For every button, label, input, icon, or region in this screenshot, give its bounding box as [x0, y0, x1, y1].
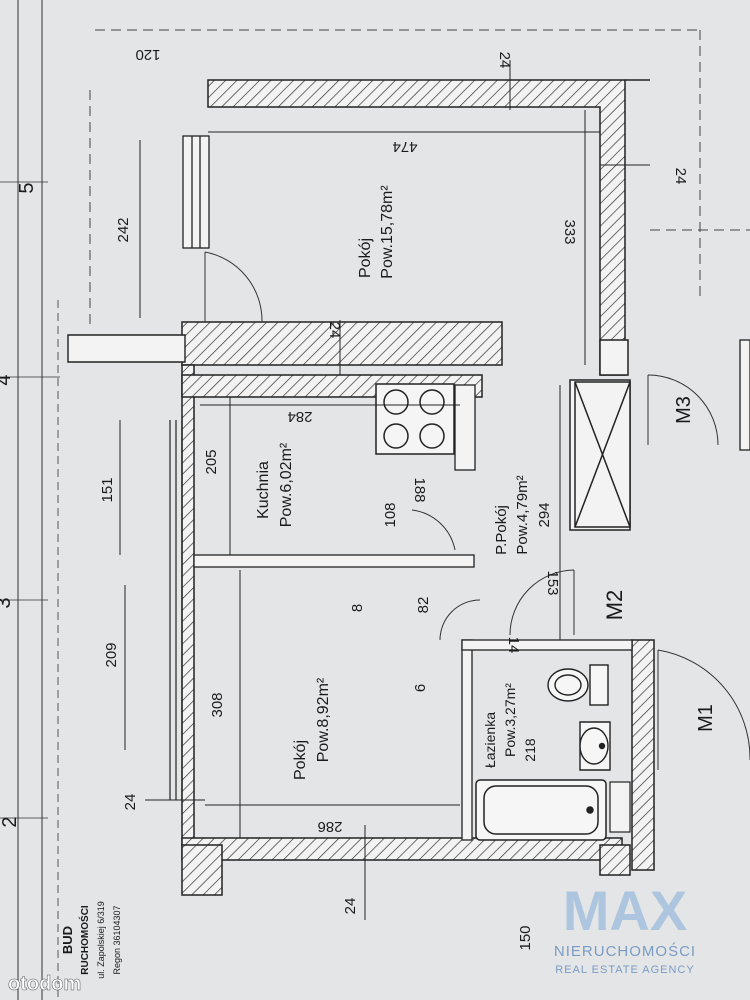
door-label-m3: M3 [673, 396, 695, 424]
dim-24-mid: 24 [326, 322, 343, 339]
room-name: Pokój [292, 740, 309, 780]
dim-82: 82 [415, 597, 432, 614]
stamp-line-2: RUCHOMOŚCI [78, 905, 91, 975]
dim-24-left: 24 [122, 794, 139, 811]
room-area: Pow.15,78m² [379, 185, 396, 279]
neighbour-outline [89, 29, 750, 330]
dim-333: 333 [561, 219, 578, 244]
dim-6: 6 [412, 684, 429, 692]
left-ledge [67, 334, 186, 363]
room-name: Kuchnia [255, 461, 272, 519]
dim-151: 151 [99, 477, 116, 502]
room-kitchen: Kuchnia Pow.6,02m² [255, 442, 295, 527]
company-stamp: BUD RUCHOMOŚCI ul. Zapolskiej 6/319 Rego… [60, 901, 122, 979]
dim-24-bottom: 24 [342, 898, 359, 915]
dimension-lines [119, 60, 650, 920]
stove [375, 383, 455, 455]
dim-242: 242 [115, 217, 132, 242]
bath-cabinet [609, 781, 631, 833]
dimension-labels: 120 242 24 474 24 333 24 284 205 151 188… [99, 46, 689, 951]
dim-209: 209 [103, 642, 120, 667]
left-windows [169, 420, 183, 800]
watermark-logo: MAX [563, 879, 687, 942]
room-small: P.Pokój Pow.4,79m² 294 [493, 475, 553, 554]
dim-108: 108 [382, 502, 399, 527]
door-label-m1: M1 [695, 704, 717, 732]
ventilation-shaft [574, 381, 631, 528]
axis-label-4: 4 [0, 374, 15, 385]
room-area: Pow.3,27m² [502, 683, 518, 757]
door-swings [411, 374, 750, 770]
neighbour-wall [739, 339, 750, 451]
dim-24-right: 24 [672, 168, 689, 185]
room-area: Pow.6,02m² [278, 442, 295, 527]
room-area: Pow.4,79m² [514, 475, 531, 554]
otodom-brand: otodom [8, 973, 81, 995]
walls-upper-room [181, 79, 650, 376]
dim-120: 120 [135, 46, 160, 63]
room-living-big: Pokój Pow.15,78m² [357, 185, 396, 279]
dim-205: 205 [203, 449, 220, 474]
stamp-line-3: ul. Zapolskiej 6/319 [96, 901, 106, 979]
door-label-m2: M2 [602, 590, 627, 621]
washbasin [579, 721, 611, 771]
room-name: Pokój [357, 238, 374, 278]
grid-axis [0, 0, 60, 1000]
dim-284: 284 [287, 408, 312, 425]
upper-room-window [182, 135, 210, 249]
axis-label-3: 3 [0, 597, 15, 608]
dim-24-top: 24 [496, 52, 513, 69]
stamp-line-4: Regon 36104307 [112, 905, 122, 974]
partition-walls [193, 384, 633, 841]
room-width: 294 [536, 502, 553, 527]
agency-watermark: MAX NIERUCHOMOŚCI REAL ESTATE AGENCY [554, 879, 696, 976]
dim-8: 8 [349, 604, 366, 612]
axis-label-2: 2 [0, 816, 21, 827]
axis-label-5: 5 [16, 182, 38, 193]
dim-150: 150 [517, 925, 534, 950]
watermark-line-2: REAL ESTATE AGENCY [555, 964, 694, 976]
stamp-line-1: BUD [60, 926, 75, 954]
toilet [547, 664, 609, 706]
room-area: Pow.8,92m² [315, 677, 332, 762]
room-name: P.Pokój [493, 505, 510, 555]
dim-14: 14 [505, 637, 522, 654]
room-name: Łazienka [482, 712, 498, 768]
room-width: 218 [522, 738, 538, 762]
dim-308: 308 [209, 692, 226, 717]
upper-door-swing [204, 251, 263, 323]
dim-474: 474 [392, 138, 417, 155]
room-bedroom: Pokój Pow.8,92m² [292, 677, 332, 780]
bathtub [475, 779, 607, 841]
dim-286: 286 [317, 818, 342, 835]
dim-153: 153 [544, 570, 561, 595]
room-bathroom: Łazienka Pow.3,27m² 218 [482, 683, 538, 768]
dim-188: 188 [411, 477, 428, 502]
watermark-line-1: NIERUCHOMOŚCI [554, 942, 696, 960]
